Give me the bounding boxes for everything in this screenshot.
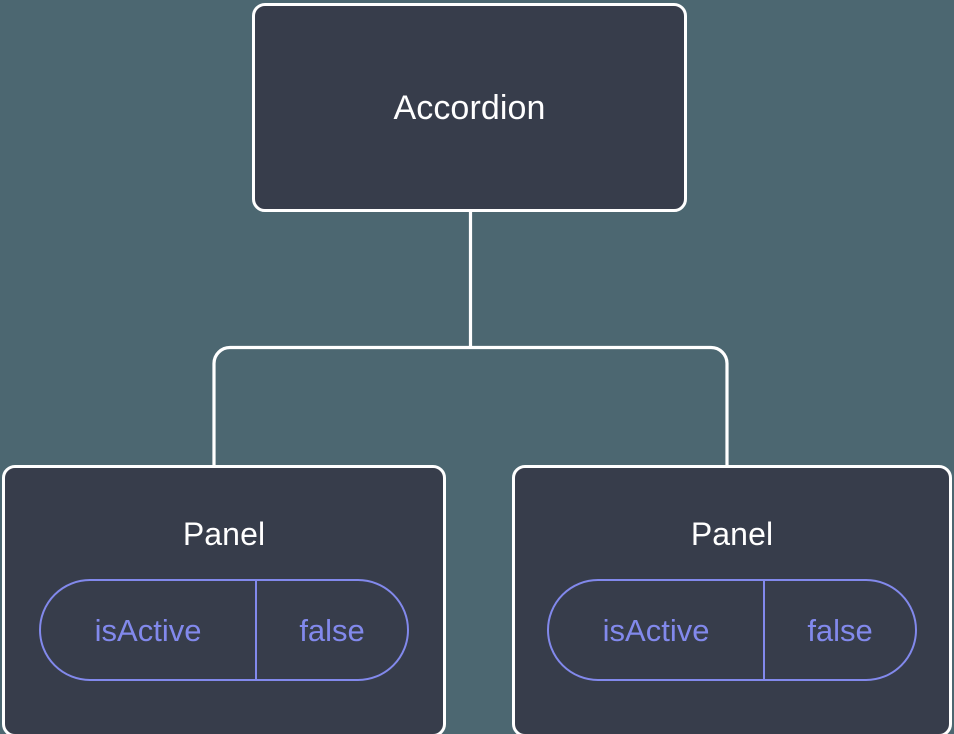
prop-key-isactive-right: isActive xyxy=(549,581,766,679)
node-panel-right[interactable]: Panel isActive false xyxy=(512,465,952,734)
node-accordion-label: Accordion xyxy=(393,88,546,127)
prop-value-isactive-right: false xyxy=(807,612,873,648)
node-accordion[interactable]: Accordion xyxy=(252,3,687,212)
tree-connector-path xyxy=(212,212,729,466)
node-panel-left-label: Panel xyxy=(182,516,266,552)
node-panel-left[interactable]: Panel isActive false xyxy=(2,465,446,734)
prop-value-isactive-left: false xyxy=(299,612,365,648)
prop-pill-isactive-left[interactable]: isActive false xyxy=(39,579,409,681)
prop-key-isactive-left: isActive xyxy=(41,581,258,679)
node-panel-right-label: Panel xyxy=(690,516,774,552)
prop-pill-isactive-right[interactable]: isActive false xyxy=(547,579,917,681)
